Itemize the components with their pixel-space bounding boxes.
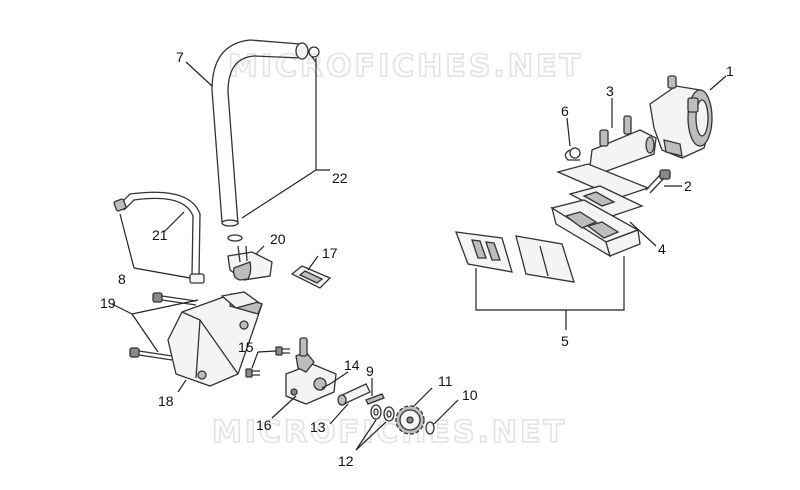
part-7-fuel-hose [211,39,309,227]
part-19-screw-lower [129,347,173,361]
callout-4: 4 [658,241,666,257]
part-14-pin [321,383,331,389]
part-11-gear [395,405,425,435]
watermark-top: MICROFICHES.NET [228,49,583,84]
part-3-manifold [589,115,657,173]
part-17-gasket [290,265,332,289]
part-1-carburetor [649,75,713,159]
callout-16: 16 [256,417,272,433]
callout-13: 13 [310,419,326,435]
callout-5: 5 [561,333,569,349]
part-5-reed-plate-right [515,235,575,283]
callout-11: 11 [438,373,453,389]
callout-3: 3 [606,83,614,99]
callout-14: 14 [344,357,360,373]
callout-10: 10 [462,387,478,403]
callout-1: 1 [726,63,734,79]
part-22-hose-clip-top [308,46,320,63]
callout-22: 22 [332,170,348,186]
callout-20: 20 [270,231,286,247]
part-9-pin [365,393,385,405]
part-18-housing [167,291,263,387]
leader-lines [111,58,727,451]
callout-2: 2 [684,178,692,194]
part-13-shaft [337,383,371,406]
callout-12: 12 [338,453,354,469]
part-16-pump-body [285,337,337,405]
part-5-reed-plate-left [455,231,513,273]
callout-6: 6 [561,103,569,119]
callout-17: 17 [322,245,338,261]
callout-18: 18 [158,393,174,409]
part-12-washers [370,404,395,422]
part-19-screw-upper [152,292,197,306]
part-20-connector [227,245,273,281]
part-15-bolts [245,346,290,378]
callout-21: 21 [152,227,168,243]
callout-7: 7 [176,49,184,65]
part-21-vent-hose [113,191,205,284]
callout-19: 19 [100,295,116,311]
callout-8: 8 [118,271,126,287]
part-10-circlip [425,421,435,435]
callout-9: 9 [366,363,374,379]
part-4-reed-block [550,163,650,258]
part-6-clip [564,147,581,161]
callout-15: 15 [238,339,254,355]
callout-labels: 1 2 3 4 5 6 7 8 9 10 11 12 13 14 15 16 1… [100,49,734,469]
part-22-hose-clip-bottom [227,234,243,242]
part-2-bolt [645,169,671,194]
